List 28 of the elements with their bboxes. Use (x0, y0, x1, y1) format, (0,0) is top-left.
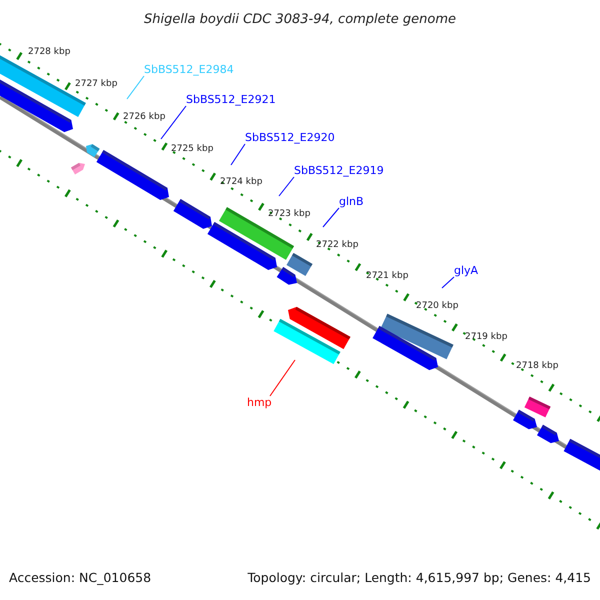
tick-label: 2720 kbp (416, 301, 458, 312)
accession-text: Accession: NC_010658 (9, 569, 152, 588)
gene-label: glyA (454, 264, 478, 277)
gene-label: hmp (247, 396, 272, 409)
tick-label: 2721 kbp (366, 271, 408, 282)
leader-line (278, 176, 294, 196)
leader-line (160, 106, 186, 140)
tick-label: 2718 kbp (516, 361, 558, 372)
leader-line (322, 208, 340, 228)
tick-label: 2726 kbp (123, 112, 166, 123)
gene-label: glnB (339, 195, 364, 208)
leader-line (442, 276, 454, 288)
gene-label: SbBS512_E2919 (294, 164, 384, 177)
genome-info-text: Topology: circular; Length: 4,615,997 bp; Genes: 4,415 (248, 569, 591, 588)
leader-line (270, 360, 296, 396)
gene-label: SbBS512_E2920 (245, 131, 335, 144)
leader-line (126, 76, 144, 100)
tick-label: 2723 kbp (268, 209, 310, 220)
leader-line (230, 144, 246, 166)
tick-label: 2719 kbp (465, 332, 508, 343)
gene-label: SbBS512_E2921 (186, 93, 276, 106)
gene-label: SbBS512_E2984 (144, 63, 234, 76)
tick-label: 2725 kbp (171, 144, 214, 155)
tick-label: 2724 kbp (220, 177, 262, 188)
tick-label: 2727 kbp (75, 79, 118, 90)
tick-label: 2728 kbp (28, 47, 70, 58)
tick-label: 2722 kbp (316, 240, 358, 251)
map-title: Shigella boydii CDC 3083-94, complete genome (144, 11, 456, 29)
